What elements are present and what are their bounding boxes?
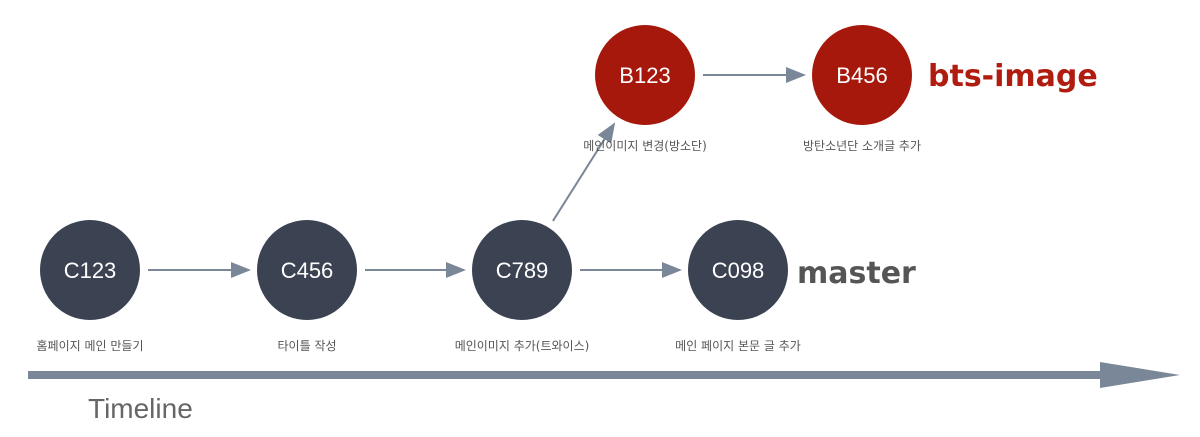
commit-message: 메인이미지 변경(방소단) — [583, 139, 707, 153]
commit-node-C098[interactable]: C098 메인 페이지 본문 글 추가 — [675, 220, 801, 353]
commit-id: C789 — [496, 258, 549, 283]
commit-node-B456[interactable]: B456 방탄소년단 소개글 추가 — [803, 25, 921, 153]
commit-node-C456[interactable]: C456 타이틀 작성 — [257, 220, 357, 353]
commit-id: B123 — [619, 63, 670, 88]
commit-message: 메인 페이지 본문 글 추가 — [675, 339, 801, 353]
commit-message: 홈페이지 메인 만들기 — [37, 339, 144, 353]
commit-circle — [257, 220, 357, 320]
edge-C789-B123 — [552, 122, 616, 222]
commit-circle — [40, 220, 140, 320]
commit-id: B456 — [836, 63, 887, 88]
commit-id: C456 — [281, 258, 334, 283]
commit-node-B123[interactable]: B123 메인이미지 변경(방소단) — [583, 25, 707, 153]
branch-label-master: master — [797, 256, 916, 291]
commit-circle — [472, 220, 572, 320]
timeline-label: Timeline — [88, 393, 193, 424]
commit-circle — [595, 25, 695, 125]
commit-node-C123[interactable]: C123 홈페이지 메인 만들기 — [37, 220, 144, 353]
commit-message: 타이틀 작성 — [277, 339, 336, 353]
timeline-arrow — [28, 362, 1180, 388]
commit-node-C789[interactable]: C789 메인이미지 추가(트와이스) — [455, 220, 590, 353]
commit-message: 방탄소년단 소개글 추가 — [803, 139, 921, 153]
commit-message: 메인이미지 추가(트와이스) — [455, 339, 590, 353]
commit-circle — [812, 25, 912, 125]
branch-label-bts-image: bts-image — [928, 59, 1098, 94]
commit-circle — [688, 220, 788, 320]
commit-id: C098 — [712, 258, 765, 283]
commit-id: C123 — [64, 258, 117, 283]
